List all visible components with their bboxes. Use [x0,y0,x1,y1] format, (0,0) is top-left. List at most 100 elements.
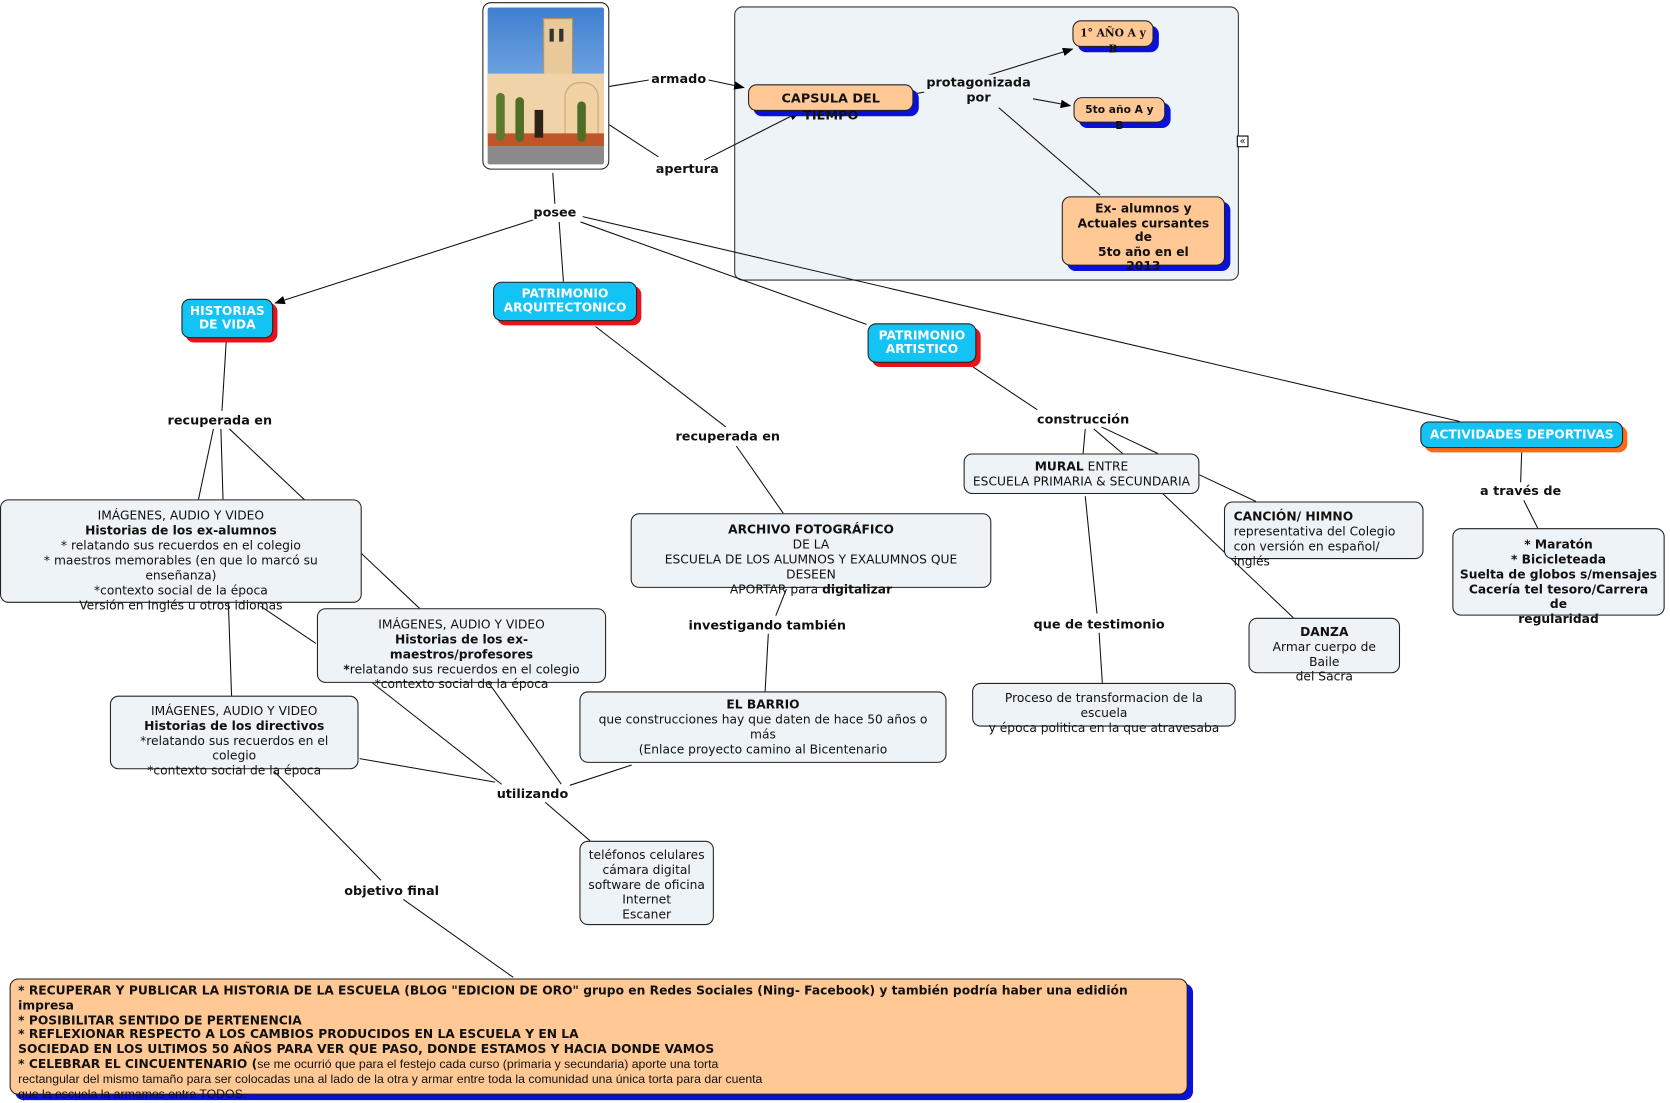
line-artistico-construccion [972,366,1038,411]
node-line: Actuales cursantes de [1077,215,1210,245]
historias-de-vida-node[interactable]: HISTORIAS DE VIDA [181,298,274,339]
line-mural-cancion [1199,474,1257,502]
node-line: software de oficina [588,877,705,893]
node-line: con versión en español/ inglés [1233,538,1380,569]
line-construccion-cancion [1101,426,1159,454]
node-line: *contexto social de la época [147,762,322,778]
mural-node[interactable]: MURAL ENTRE ESCUELA PRIMARIA & SECUNDARI… [963,453,1200,495]
link-label-utilizando: utilizando [494,786,571,802]
node-line: MURAL ENTRE [971,459,1192,474]
media-exalumnos-node[interactable]: IMÁGENES, AUDIO Y VIDEO Historias de los… [0,499,362,612]
cancion-himno-node[interactable]: CANCIÓN/ HIMNO representativa del Colegi… [1223,501,1424,569]
line-archivo-investigando [775,588,787,616]
link-label-que-de-testimonio: que de testimonio [1031,616,1167,632]
node-line-text: ENTRE [1083,458,1129,474]
line-construccion-mural-b [1093,428,1123,454]
el-barrio-node[interactable]: EL BARRIO que construcciones hay que dat… [579,691,947,763]
goal-line: * RECUPERAR Y PUBLICAR LA HISTORIA DE LA… [18,982,1128,1013]
line-posee-arquitectonico [558,221,564,282]
node-line: ARQUITECTONICO [503,299,627,315]
node-line: HISTORIAS [189,303,265,318]
school-photo-node[interactable] [482,2,610,170]
herramientas-node[interactable]: teléfonos celulares cámara digital softw… [579,840,714,926]
line-posee-historias [274,219,534,305]
node-line: Versión en Inglés u otros idiomas [79,597,283,613]
patrimonio-artistico-node[interactable]: PATRIMONIO ARTISTICO [867,323,977,363]
node-line: *contexto social de la época [374,676,549,692]
node-line: 5to año en el [1098,243,1189,259]
node-line-text: APORTAR para [729,581,823,597]
node-title: 1° AÑO A y B [1080,27,1146,56]
node-line: Cacería tel tesoro/Carrera de [1468,581,1649,612]
line-recuperada-directivos [227,602,233,696]
line-protag-5to [1029,97,1072,109]
collapse-group-icon[interactable]: « [1236,135,1249,148]
link-label-line: por [966,89,991,105]
node-line: ESCUELA PRIMARIA & SECUNDARIA [972,473,1191,489]
goal-line: rectangular del mismo tamaño para ser co… [18,1073,763,1086]
node-line: 2013 [1126,258,1161,274]
node-title: Historias de los ex-maestros/profesores [389,631,534,662]
node-title: ARCHIVO FOTOGRÁFICO [728,521,894,537]
node-line: *contexto social de la época [93,582,268,598]
line-protag-ex [998,107,1101,196]
line-mural-testimonio [1084,496,1098,614]
media-maestros-node[interactable]: IMÁGENES, AUDIO Y VIDEO Historias de los… [316,608,607,691]
node-title: DANZA [1300,624,1349,640]
objetivos-node[interactable]: * RECUPERAR Y PUBLICAR LA HISTORIA DE LA… [9,978,1188,1101]
line-directivos-objetivo [273,771,382,881]
link-label-objetivo-final: objetivo final [342,883,442,899]
actividades-deportivas-node[interactable]: ACTIVIDADES DEPORTIVAS [1420,421,1624,449]
goal-line: * POSIBILITAR SENTIDO DE PERTENENCIA [18,1012,302,1028]
bullet: * [343,661,350,677]
line-atraves-deportes [1523,500,1539,529]
node-title: EL BARRIO [726,696,800,712]
node-line: DE LA [792,536,830,552]
ex-alumnos-node[interactable]: Ex- alumnos y Actuales cursantes de 5to … [1061,196,1226,273]
node-line: teléfonos celulares [588,847,705,863]
node-line: Proceso de transformacion de la escuela [1004,690,1203,721]
archivo-fotografico-node[interactable]: ARCHIVO FOTOGRÁFICO DE LA ESCUELA DE LOS… [630,513,992,596]
node-title: CANCIÓN/ HIMNO [1233,508,1354,524]
node-line: regularidad [1518,611,1599,627]
actividades-lista-node[interactable]: * Maratón * Bicicleteada Suelta de globo… [1452,528,1665,626]
node-line: Escaner [622,906,672,922]
capsula-del-tiempo-node[interactable]: CAPSULA DEL TIEMPO [748,84,914,123]
primer-ano-node[interactable]: 1° AÑO A y B [1072,20,1154,55]
line-recuperada-exalumnos-a [197,428,214,500]
node-line: que construcciones hay que daten de hace… [598,711,928,742]
line-utilizando-herramientas [544,801,591,842]
line-photo-apertura [609,124,659,158]
danza-node[interactable]: DANZA Armar cuerpo de Baile del Sacra [1248,617,1401,684]
link-label-recuperada-en-historias: recuperada en [165,412,275,428]
node-title: ACTIVIDADES DEPORTIVAS [1429,426,1614,442]
school-building-image [487,7,604,165]
quinto-ano-node[interactable]: 5to año A y B [1073,97,1166,132]
media-directivos-node[interactable]: IMÁGENES, AUDIO Y VIDEO Historias de los… [109,695,359,778]
line-recuperada-archivo [735,445,784,514]
node-title: Historias de los ex-alumnos [85,522,277,538]
node-line: y época politica en la que atravesaba [988,720,1220,736]
node-line: Ex- alumnos y [1095,200,1192,216]
node-title: MURAL [1034,458,1084,474]
goal-line-text: se me ocurrió que para el festejo cada c… [257,1058,719,1072]
line-recuperada-exalumnos-b [220,428,224,500]
goal-line: * REFLEXIONAR RESPECTO A LOS CAMBIOS PRO… [18,1026,579,1042]
goal-line-bold: * CELEBRAR EL CINCUENTENARIO ( [18,1056,258,1072]
node-line: *relatando sus recuerdos en el colegio [324,662,598,677]
proceso-transformacion-node[interactable]: Proceso de transformacion de la escuela … [972,682,1236,735]
node-line: ARTISTICO [885,341,959,357]
line-armado-capsula [708,79,745,90]
patrimonio-arquitectonico-node[interactable]: PATRIMONIO ARQUITECTONICO [493,281,638,322]
line-exalumnos-utilizando [260,605,317,644]
node-title: 5to año A y B [1085,104,1154,133]
goal-line: que la escuela la armamos entre TODOS. [18,1087,247,1101]
node-line: APORTAR para digitalizar [638,582,984,597]
line-objetivo-goal [403,899,514,978]
node-line: Suelta de globos s/mensajes [1459,566,1658,582]
node-line: DE VIDA [198,316,256,332]
node-line: del Sacra [1295,669,1353,684]
node-line: *relatando sus recuerdos en el colegio [140,733,329,763]
line-testimonio-proceso [1098,632,1103,683]
